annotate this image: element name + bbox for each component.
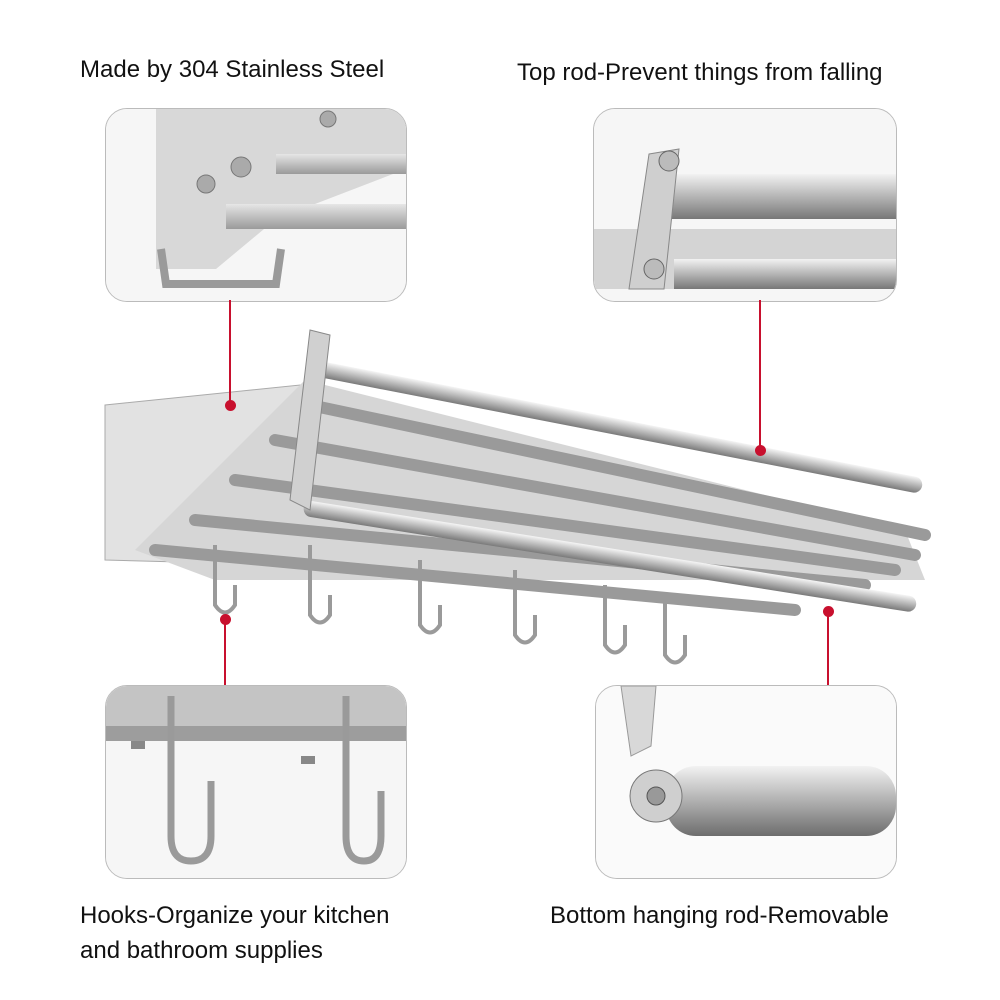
- callout-dot-top-rod: [755, 445, 766, 456]
- detail-panel-hooks: [105, 685, 407, 879]
- hooks-closeup-image: [106, 686, 406, 878]
- detail-panel-top-rod: [593, 108, 897, 302]
- callout-line-top-rod: [759, 300, 761, 450]
- callout-line-bottom-rod: [827, 612, 829, 685]
- callout-dot-material: [225, 400, 236, 411]
- caption-hooks-line2: and bathroom supplies: [80, 937, 323, 964]
- caption-material: Made by 304 Stainless Steel: [80, 56, 385, 83]
- callout-dot-hooks: [220, 614, 231, 625]
- detail-panel-material: [105, 108, 407, 302]
- caption-top-rod: Top rod-Prevent things from falling: [517, 59, 883, 86]
- top-rod-closeup-image: [594, 109, 896, 301]
- callout-line-hooks: [224, 620, 226, 685]
- detail-panel-bottom-rod: [595, 685, 897, 879]
- steel-bracket-closeup-image: [106, 109, 406, 301]
- caption-bottom-rod: Bottom hanging rod-Removable: [550, 902, 889, 929]
- callout-dot-bottom-rod: [823, 606, 834, 617]
- bottom-rod-closeup-image: [596, 686, 896, 878]
- wall-shelf-rack-image: [104, 329, 931, 665]
- caption-hooks-line1: Hooks-Organize your kitchen: [80, 902, 390, 929]
- callout-line-material: [229, 300, 231, 405]
